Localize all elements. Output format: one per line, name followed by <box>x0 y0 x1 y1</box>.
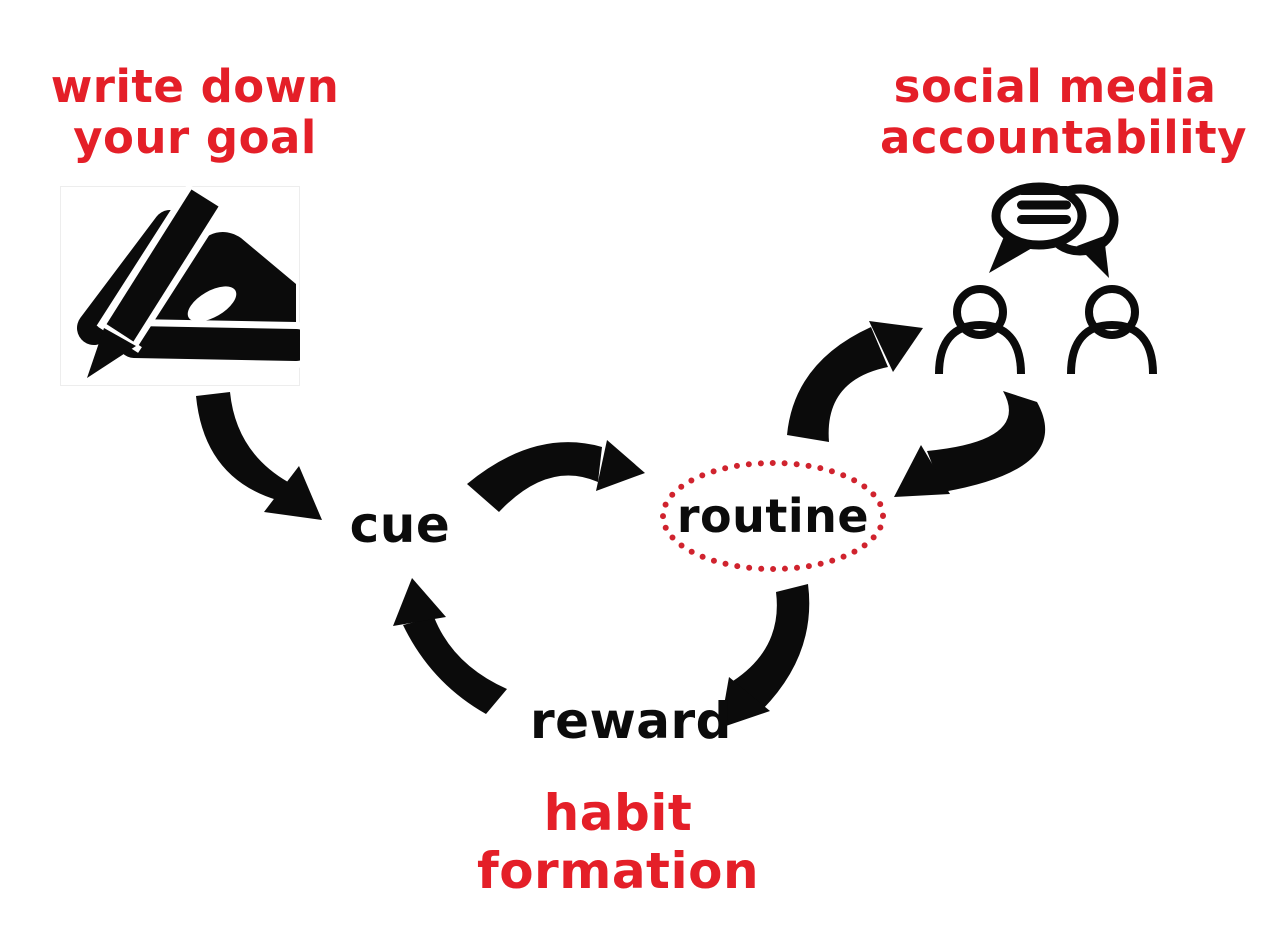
arrow-routine-to-social <box>787 321 923 442</box>
goal-note: write down your goal <box>50 60 340 164</box>
routine-node: routine <box>653 456 893 576</box>
hand-writing-icon <box>60 186 300 386</box>
arrow-reward-to-cue <box>393 578 507 714</box>
cue-node: cue <box>349 496 451 554</box>
social-note: social media accountability <box>880 60 1247 164</box>
arrow-hand-to-cue <box>196 392 322 520</box>
routine-dotted-oval <box>660 460 886 572</box>
arrow-routine-to-reward <box>720 584 810 728</box>
reward-node: reward <box>530 692 732 750</box>
arrow-cue-to-routine <box>467 440 645 512</box>
arrow-social-to-routine <box>894 391 1046 497</box>
diagram-title: habit formation <box>476 784 760 900</box>
social-accountability-icon <box>935 182 1157 375</box>
routine-label: routine <box>676 489 870 543</box>
